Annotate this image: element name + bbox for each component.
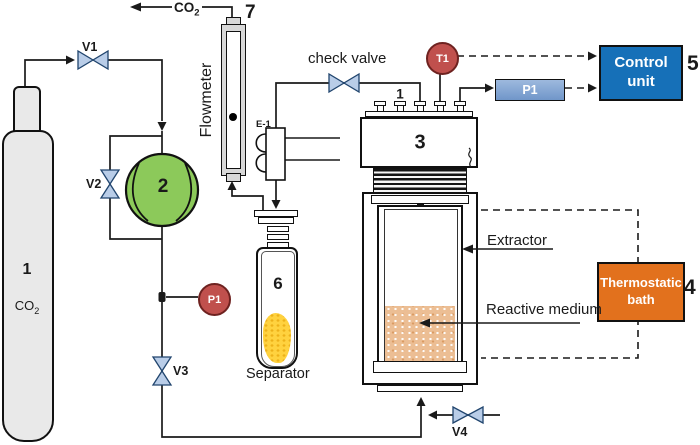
- valve-v4-icon: [452, 405, 484, 425]
- cylinder-number: 1: [22, 261, 32, 278]
- arrowheads: [66, 2, 597, 420]
- flowmeter-tube: [226, 31, 241, 169]
- p1-transmitter-label: P1: [522, 83, 538, 97]
- bath-line2: bath: [627, 292, 655, 307]
- pipe-bypass-upper: [109, 135, 162, 171]
- pipe-flowmeter-to-vent: [141, 6, 233, 18]
- bath-line1: Thermostatic: [600, 275, 682, 291]
- valve-v1-icon: [77, 49, 109, 71]
- separator-cap-lower: [258, 217, 294, 224]
- co2-cylinder-neck: [13, 86, 41, 134]
- separator-extract-blob: [263, 313, 291, 363]
- pump-number: 2: [157, 176, 169, 197]
- pipe-pump-to-extractor: [161, 226, 422, 438]
- pipe-v1-to-pump: [108, 59, 163, 121]
- co2-cylinder: [2, 130, 54, 442]
- lid-bolt-stem: [436, 105, 444, 112]
- co2-vent-text: CO: [174, 0, 195, 15]
- control-unit: Control unit: [599, 45, 683, 101]
- valve-v2-icon: [99, 169, 121, 199]
- arrow-to-v1: [66, 55, 75, 65]
- lid-squiggle-mark: [468, 147, 472, 168]
- separator-label: Separator: [246, 366, 310, 382]
- control-unit-number: 5: [687, 52, 699, 75]
- t1-label: T1: [436, 52, 449, 65]
- extractor-base-plate: [377, 385, 463, 392]
- pipe-p1-transmitter: [459, 87, 485, 104]
- extractor-pointer-arrow: [462, 244, 473, 254]
- co2-vent-sub: 2: [194, 7, 200, 19]
- cylinder-gas-label: CO2: [15, 298, 40, 316]
- separator-number: 6: [273, 274, 283, 293]
- cylinder-gas-text: CO: [14, 298, 35, 314]
- vessel-bottom-collar: [373, 361, 467, 373]
- p1-transmitter: P1: [495, 79, 565, 101]
- pipe-cylinder-to-v1: [24, 59, 66, 86]
- t1-sensor: T1: [426, 42, 459, 75]
- valve-v3-label: V3: [173, 364, 189, 378]
- flowmeter-bottom-cap: [226, 173, 241, 182]
- gauge-tee-junction: [158, 292, 166, 302]
- arrow-into-flowmeter: [227, 181, 237, 190]
- extractor-annotation: Extractor: [487, 232, 548, 249]
- dashed-lines: [457, 55, 639, 359]
- pump-symbol: [124, 152, 200, 228]
- p1-gauge-label: P1: [207, 293, 222, 306]
- arrow-into-pump: [157, 122, 167, 131]
- lid-bolt-stem: [416, 105, 424, 112]
- arrow-v4: [428, 410, 437, 420]
- co2-vent-label: CO2: [172, 0, 202, 19]
- heat-exchanger-label: E-1: [256, 119, 271, 130]
- valve-v2-label: V2: [86, 177, 102, 191]
- arrow-t1-control: [588, 51, 597, 61]
- thermostatic-bath: Thermostatic bath: [597, 262, 685, 322]
- check-valve-icon: [328, 72, 360, 94]
- annotation-arrowheads: [419, 244, 473, 328]
- medium-pointer-arrow: [419, 318, 430, 328]
- p1-gauge: P1: [198, 283, 231, 316]
- flowmeter-float: [228, 113, 237, 121]
- control-unit-line2: unit: [627, 73, 655, 90]
- dashed-bath-supply: [481, 209, 639, 262]
- arrow-into-extractor: [416, 397, 426, 406]
- extractor-lid-number: 1: [396, 86, 404, 102]
- annotation-lines: [429, 147, 580, 324]
- bath-number: 4: [684, 276, 696, 299]
- separator-cap-top: [254, 210, 298, 217]
- valve-symbols: [77, 49, 484, 425]
- separator-vessel: [256, 247, 298, 369]
- lid-bolt-stem: [396, 105, 404, 112]
- heat-exchanger-coil: [255, 127, 340, 181]
- arrow-into-p1-box: [485, 83, 494, 93]
- check-valve-label: check valve: [308, 50, 387, 67]
- dashed-bath-return: [481, 318, 639, 359]
- cylinder-gas-sub: 2: [34, 305, 40, 316]
- arrow-co2-vent: [130, 2, 141, 12]
- coil-loops: [255, 133, 267, 173]
- separator-vessel-inner: [261, 251, 295, 367]
- reactive-medium-annotation: Reactive medium: [486, 301, 602, 318]
- pipe-bypass-lower: [109, 197, 162, 240]
- lid-bolt-stem: [376, 105, 384, 112]
- pipe-separator-to-flowmeter: [231, 190, 264, 210]
- extractor-lid: [360, 117, 478, 168]
- valve-v4-label: V4: [452, 425, 468, 439]
- lid-bolt-stem: [456, 105, 464, 112]
- valve-v1-label: V1: [82, 40, 98, 54]
- separator-neck-ring: [267, 234, 289, 240]
- control-unit-line1: Control: [614, 54, 668, 72]
- arrow-into-separator: [271, 200, 281, 209]
- separator-neck-ring: [267, 226, 289, 232]
- extractor-number: 3: [414, 131, 426, 154]
- vessel-top-collar: [371, 195, 469, 204]
- flowmeter-number: 7: [245, 2, 256, 23]
- arrow-p1-control: [588, 83, 597, 93]
- extractor-threaded-joint: [373, 168, 467, 194]
- reactive-medium-fill: [385, 306, 455, 368]
- valve-v3-icon: [151, 356, 173, 386]
